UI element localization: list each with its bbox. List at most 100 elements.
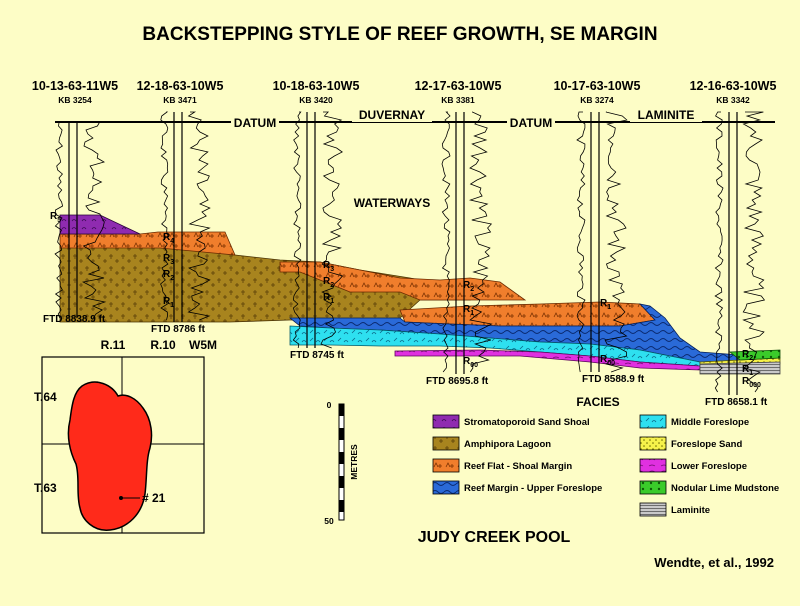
well-log [714,111,766,395]
datum-label: DATUM [510,116,552,130]
reef-label: R000 [742,376,761,389]
well-name: 12-18-63-10W5 [137,79,224,93]
citation: Wendte, et al., 1992 [654,555,774,570]
label-backing [231,115,279,129]
gamma-log-curve [714,111,724,393]
sonic-log-curve [604,111,628,373]
body-stromatoporoid [59,214,141,235]
gamma-log-curve [54,121,64,319]
reef-label: R1 [323,292,334,305]
sonic-log-curve [187,111,211,321]
reef-label: R4 [163,232,174,245]
body-laminite [699,361,781,375]
reef-label: R3 [323,260,334,273]
reef-label: R2 [323,276,334,289]
laminite-label: LAMINITE [638,108,695,122]
facies-legend: FACIES Stromatoporoid Sand ShoalAmphipor… [432,395,779,517]
legend-swatch [432,480,460,495]
reef-label: R5 [50,211,61,224]
reef-label: R3 [163,253,174,266]
scale-segment [339,428,344,440]
pool-name: JUDY CREEK POOL [418,529,571,546]
sonic-log-curve [468,111,493,373]
facies-bodies [59,214,781,375]
well-kb: KB 3381 [441,95,475,105]
legend-swatch [639,436,667,451]
reef-label: R00 [463,356,478,369]
well-name: 10-13-63-11W5 [32,79,118,93]
gamma-log-curve [292,111,302,349]
well-log [54,121,107,319]
facies-title: FACIES [576,395,619,409]
legend-label: Reef Margin - Upper Foreslope [464,483,602,494]
scale-segment [339,404,344,416]
well-kb: KB 3471 [163,95,197,105]
sonic-log-curve [320,111,344,349]
scale-top-label: 0 [327,400,332,410]
map-row-label: T.64 [34,390,57,404]
reef-label: R00 [600,354,615,367]
legend-label: Reef Flat - Shoal Margin [464,461,572,472]
well-headers: 10-13-63-11W5 KB 3254 12-18-63-10W5 KB 3… [32,79,777,105]
legend-label: Nodular Lime Mudstone [671,483,779,494]
gamma-log-curve [576,111,586,373]
ftd-label: FTD 8695.8 ft [426,376,489,387]
reef-label: R1 [463,304,474,317]
well-name: 10-18-63-10W5 [273,79,360,93]
scale-bottom-label: 50 [324,516,334,526]
legend-label: Lower Foreslope [671,461,747,472]
well-label: # 21 [142,491,166,505]
well-kb: KB 3420 [299,95,333,105]
waterways-label: WATERWAYS [354,196,430,210]
map-frame [41,356,205,534]
scale-segment [339,476,344,488]
ftd-label: FTD 8745 ft [290,350,345,361]
ftd-labels: FTD 8838.9 ft FTD 8786 ft FTD 8745 ft FT… [43,314,768,408]
well-log [160,111,211,322]
map-row-label: T.63 [34,481,57,495]
duvernay-label: DUVERNAY [359,108,425,122]
reef-label: R1 [163,296,174,309]
well-name: 10-17-63-10W5 [554,79,641,93]
legend-swatch [639,414,667,429]
label-backing [507,115,555,129]
well-kb: KB 3342 [716,95,750,105]
reef-unit-labels: R5 R4 R3 R2 R1 R3 R2 R1 R2 R1 R00 R1 R00… [50,211,761,389]
reef-label: R2 [742,349,753,362]
legend-swatch [432,458,460,473]
scale-bar: 0 50 METRES [324,400,359,526]
reef-label: R1 [600,298,611,311]
label-backing [352,108,432,122]
scale-unit-label: METRES [349,444,359,480]
legend-label: Amphipora Lagoon [464,439,551,450]
body-reef-flat [399,301,656,327]
well-kb: KB 3274 [580,95,614,105]
ftd-label: FTD 8838.9 ft [43,314,106,325]
reef-label: R2 [463,280,474,293]
well-log [441,111,493,374]
well-log [576,111,628,373]
reef-label: R1 [742,364,753,377]
legend-swatch [639,502,667,517]
legend-label: Middle Foreslope [671,417,749,428]
location-map: R.11 R.10 W5M T.64 T.63 # 21 [34,338,217,534]
ftd-label: FTD 8658.1 ft [705,397,768,408]
legend-swatch [639,480,667,495]
scale-segment [339,452,344,464]
sonic-log-curve [742,111,766,393]
sonic-log-curve [81,121,107,319]
gamma-log-curve [441,111,451,373]
reef-label: R2 [163,269,174,282]
ftd-label: FTD 8786 ft [151,324,206,335]
map-col-label: R.10 [150,338,176,352]
legend-swatch [432,414,460,429]
map-col-label: R.11 [101,338,126,352]
legend-swatch [639,458,667,473]
well-log [292,111,344,349]
map-col-label: W5M [189,338,217,352]
well-kb: KB 3254 [58,95,92,105]
scale-segment [339,500,344,512]
ftd-label: FTD 8588.9 ft [582,374,645,385]
